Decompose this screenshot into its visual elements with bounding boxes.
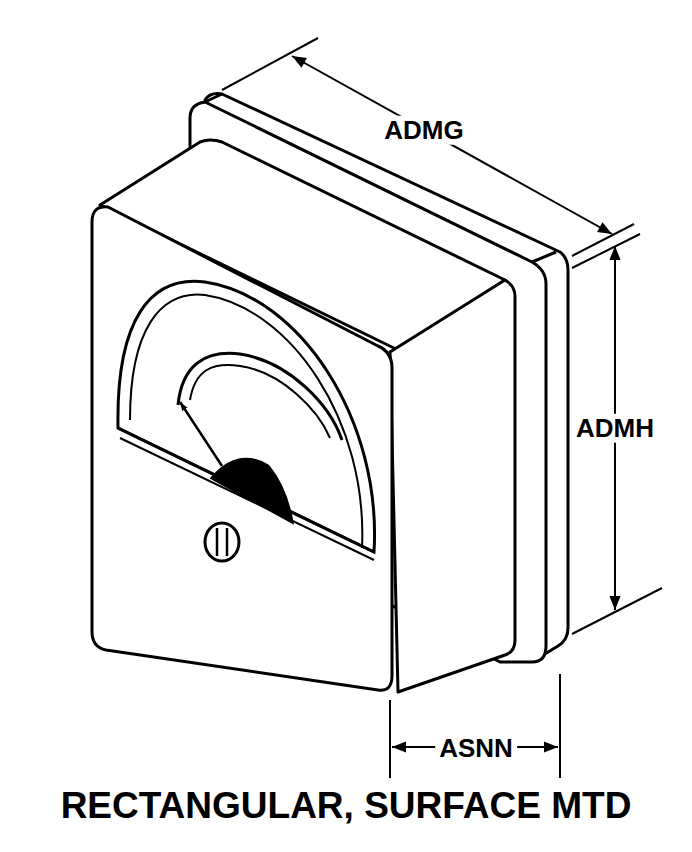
dimension-label: ADMG (380, 116, 467, 145)
meter-dial (118, 281, 375, 560)
zero-adjust-screw (205, 523, 239, 561)
dimension-lines (222, 38, 662, 778)
dimension-label: ADMH (572, 414, 658, 443)
meter-case (92, 140, 515, 692)
dimension-label: ASNN (435, 734, 517, 763)
caption: RECTANGULAR, SURFACE MTD (61, 786, 632, 827)
